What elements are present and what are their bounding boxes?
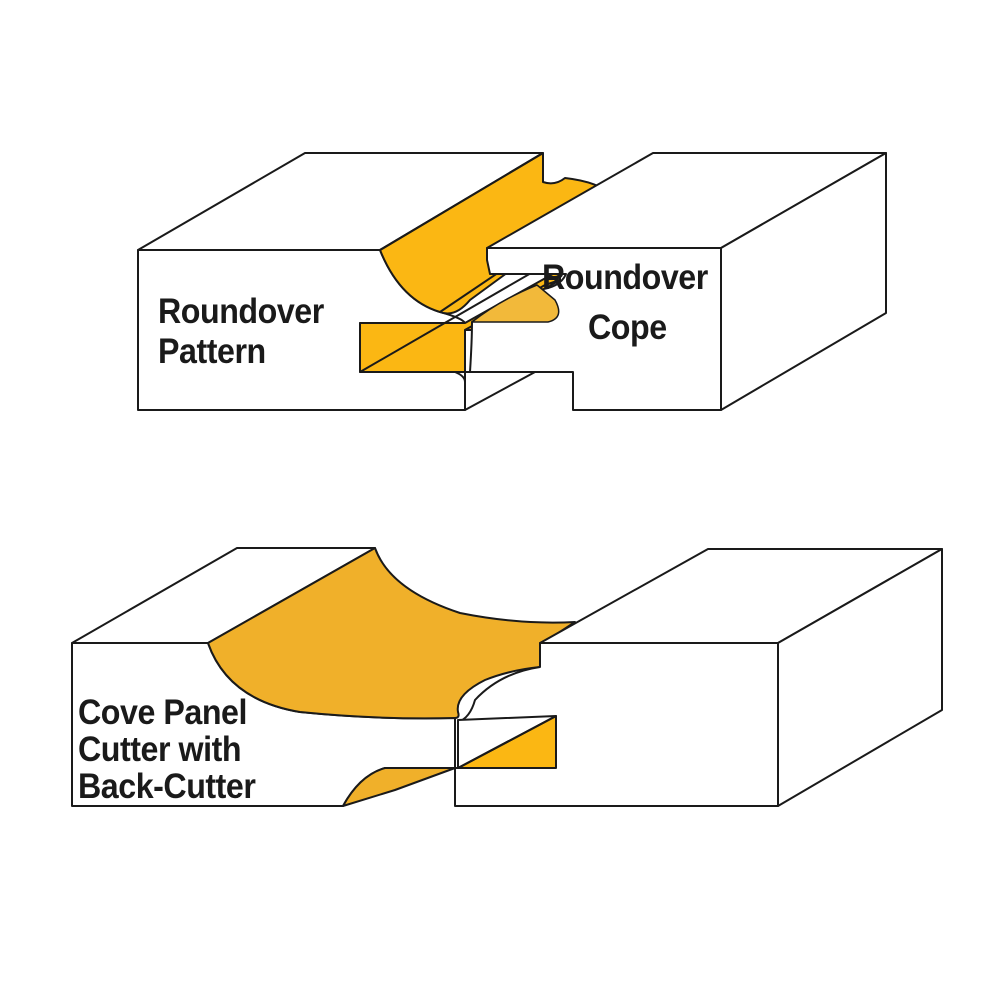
cove-cope-block	[454, 548, 943, 807]
label-line: Pattern	[158, 332, 266, 372]
cove-panel-cutter-label: Cove Panel Cutter with Back-Cutter	[78, 693, 256, 807]
roundover-cope-label-line-2: Cope	[588, 308, 667, 348]
roundover-cope-block	[469, 152, 887, 411]
label-line: Cove Panel	[78, 693, 248, 732]
roundover-pattern-label: Roundover Pattern	[158, 292, 324, 373]
roundover-cope-label-line-1: Roundover	[542, 258, 708, 298]
label-line: Roundover	[542, 258, 708, 297]
cove-panel-block	[71, 547, 576, 807]
label-line: Cutter with	[78, 730, 242, 770]
roundover-pattern-block	[137, 152, 544, 411]
label-line: Back-Cutter	[78, 767, 256, 807]
label-line: Roundover	[158, 292, 324, 331]
label-line: Cope	[588, 308, 667, 347]
